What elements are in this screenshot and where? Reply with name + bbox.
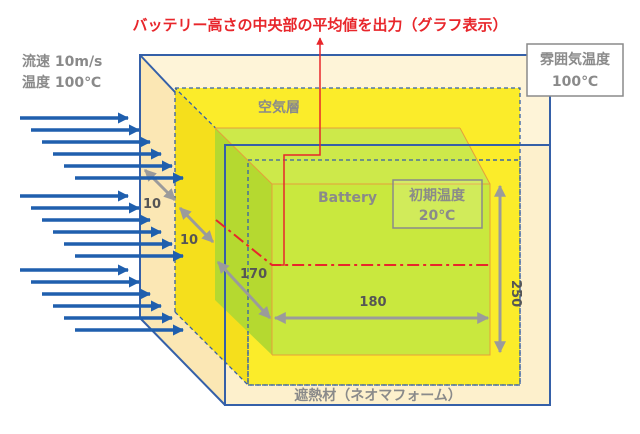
battery-block: Battery: [214, 127, 491, 356]
dimension-lines: 10 10 170 180 250: [143, 168, 523, 354]
dim-width-label: 180: [359, 295, 386, 310]
battery-diagonal: [214, 127, 273, 185]
initial-temp-value: 20℃: [419, 208, 455, 224]
initial-temp-frame: [392, 179, 483, 229]
air-layer-dashed-edge: [174, 87, 521, 386]
initial-temp-label: 初期温度: [409, 187, 466, 204]
dim-gap1-label: 10: [143, 197, 161, 212]
dim-gap1-line: [143, 168, 177, 202]
air-layer-bottom-diagonal: [174, 311, 249, 386]
air-layer-label: 空気層: [258, 99, 300, 116]
dim-gap2-label: 10: [180, 233, 198, 248]
dim-depth-line: [216, 260, 272, 320]
battery-right-diagonal: [459, 127, 491, 185]
battery-front-face: [272, 184, 490, 355]
flow-arrows: [20, 112, 185, 336]
initial-temp-box: 初期温度 20℃: [392, 179, 483, 229]
measurement-line: [215, 37, 490, 266]
output-leader: [272, 37, 324, 266]
air-layer-front-rect: [247, 159, 521, 386]
insulation-bottom-diagonal: [139, 317, 226, 406]
ambient-temp-box: 雰囲気温度 100℃: [526, 43, 624, 97]
insulation-label: 遮熱材（ネオマフォーム）: [294, 387, 462, 404]
battery-label: Battery: [318, 190, 377, 206]
dim-height-label: 250: [508, 280, 523, 307]
ambient-temp-frame: [526, 43, 624, 97]
ambient-temp-label: 雰囲気温度: [540, 51, 611, 68]
ambient-temp-value: 100℃: [552, 74, 598, 90]
diagram-title: バッテリー高さの中央部の平均値を出力（グラフ表示）: [132, 16, 507, 34]
dim-gap2-line: [178, 206, 215, 244]
inlet-temperature-label: 温度 100℃: [22, 74, 101, 91]
dim-depth-label: 170: [240, 267, 267, 282]
inlet-velocity-label: 流速 10m/s: [22, 53, 102, 70]
